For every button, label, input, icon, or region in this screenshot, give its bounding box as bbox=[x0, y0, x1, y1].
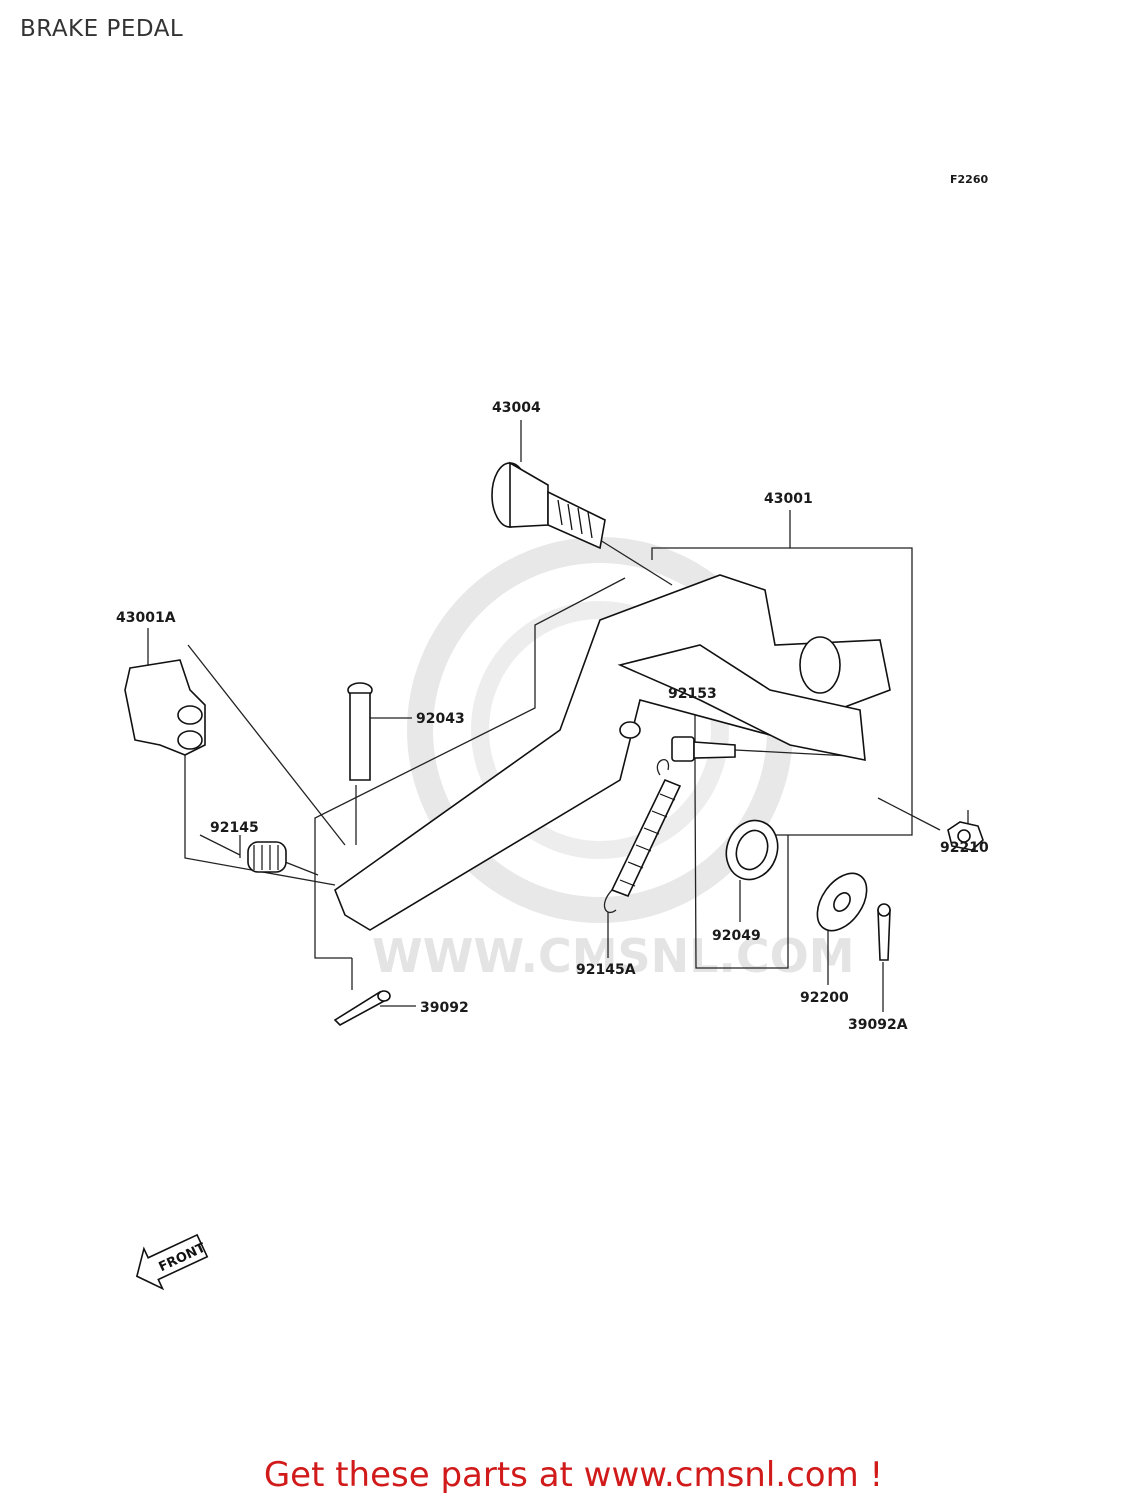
part-label-92049[interactable]: 92049 bbox=[712, 928, 761, 944]
part-label-43001[interactable]: 43001 bbox=[764, 491, 813, 507]
footer-link[interactable]: Get these parts at www.cmsnl.com ! bbox=[263, 1455, 884, 1495]
extension-spring-drawing bbox=[603, 759, 682, 914]
part-label-39092a[interactable]: 39092A bbox=[848, 1017, 908, 1033]
front-direction-arrow: FRONT bbox=[135, 1233, 209, 1291]
cotter-pin-a-drawing bbox=[877, 903, 891, 961]
page-title: BRAKE PEDAL bbox=[20, 16, 184, 42]
part-label-43004[interactable]: 43004 bbox=[492, 400, 541, 416]
watermark: WWW.CMSNL.COM bbox=[372, 537, 855, 983]
part-label-92145[interactable]: 92145 bbox=[210, 820, 259, 836]
part-label-92210[interactable]: 92210 bbox=[940, 840, 989, 856]
pin-drawing bbox=[347, 682, 373, 781]
brake-pedal-drawing bbox=[334, 574, 891, 931]
part-label-92200[interactable]: 92200 bbox=[800, 990, 849, 1006]
leader-lines bbox=[147, 420, 969, 1012]
watermark-text: WWW.CMSNL.COM bbox=[372, 929, 855, 983]
seal-drawing bbox=[725, 819, 779, 881]
part-label-92043[interactable]: 92043 bbox=[416, 711, 465, 727]
part-label-92145a[interactable]: 92145A bbox=[576, 962, 636, 978]
bracket-drawing bbox=[124, 659, 206, 756]
cotter-pin-drawing bbox=[333, 990, 391, 1026]
torsion-spring-drawing bbox=[199, 834, 319, 876]
pivot-bolt-drawing bbox=[491, 461, 606, 550]
bolt-drawing bbox=[671, 736, 736, 762]
part-label-43001a[interactable]: 43001A bbox=[116, 610, 176, 626]
figure-code: F2260 bbox=[950, 173, 988, 186]
nut-drawing bbox=[947, 821, 984, 851]
part-labels: 43004 43001 43001A 92043 92153 92145 922… bbox=[116, 400, 989, 1033]
washer-drawing bbox=[816, 872, 868, 932]
part-label-92153[interactable]: 92153 bbox=[668, 686, 717, 702]
part-label-39092[interactable]: 39092 bbox=[420, 1000, 469, 1016]
part-drawings bbox=[124, 461, 984, 1026]
